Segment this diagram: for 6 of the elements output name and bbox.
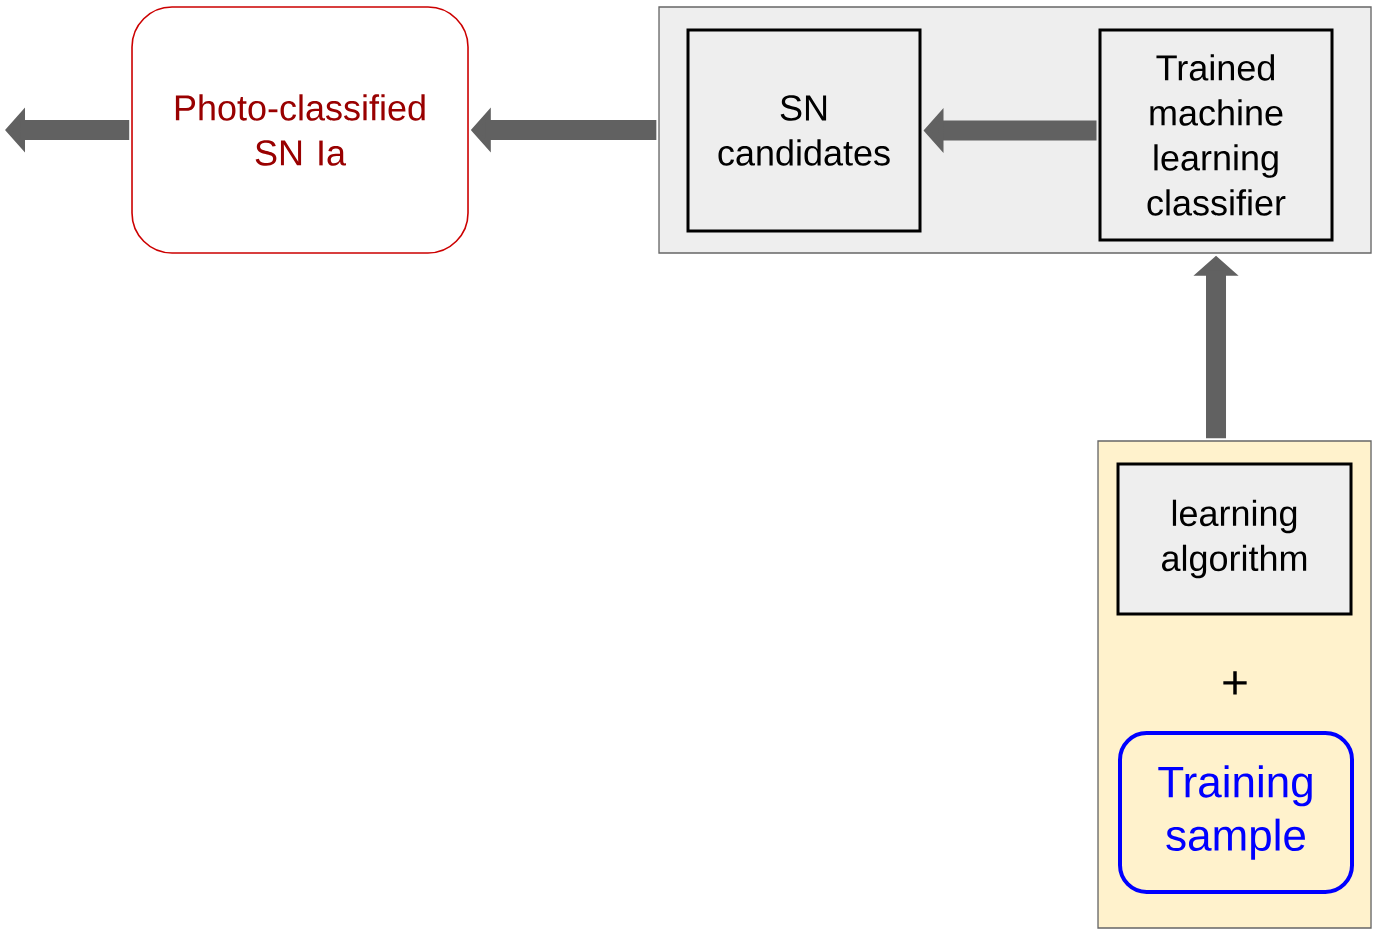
plus-sign: + [1223, 671, 1247, 695]
rounded-box: Training sample [1118, 731, 1354, 894]
rounded-box: Photo-classified SN Ia [131, 6, 469, 254]
process-box: Trained machine learning classifier [1098, 28, 1334, 242]
process-box: learning algorithm [1116, 462, 1353, 616]
process-box: SN candidates [686, 28, 922, 233]
